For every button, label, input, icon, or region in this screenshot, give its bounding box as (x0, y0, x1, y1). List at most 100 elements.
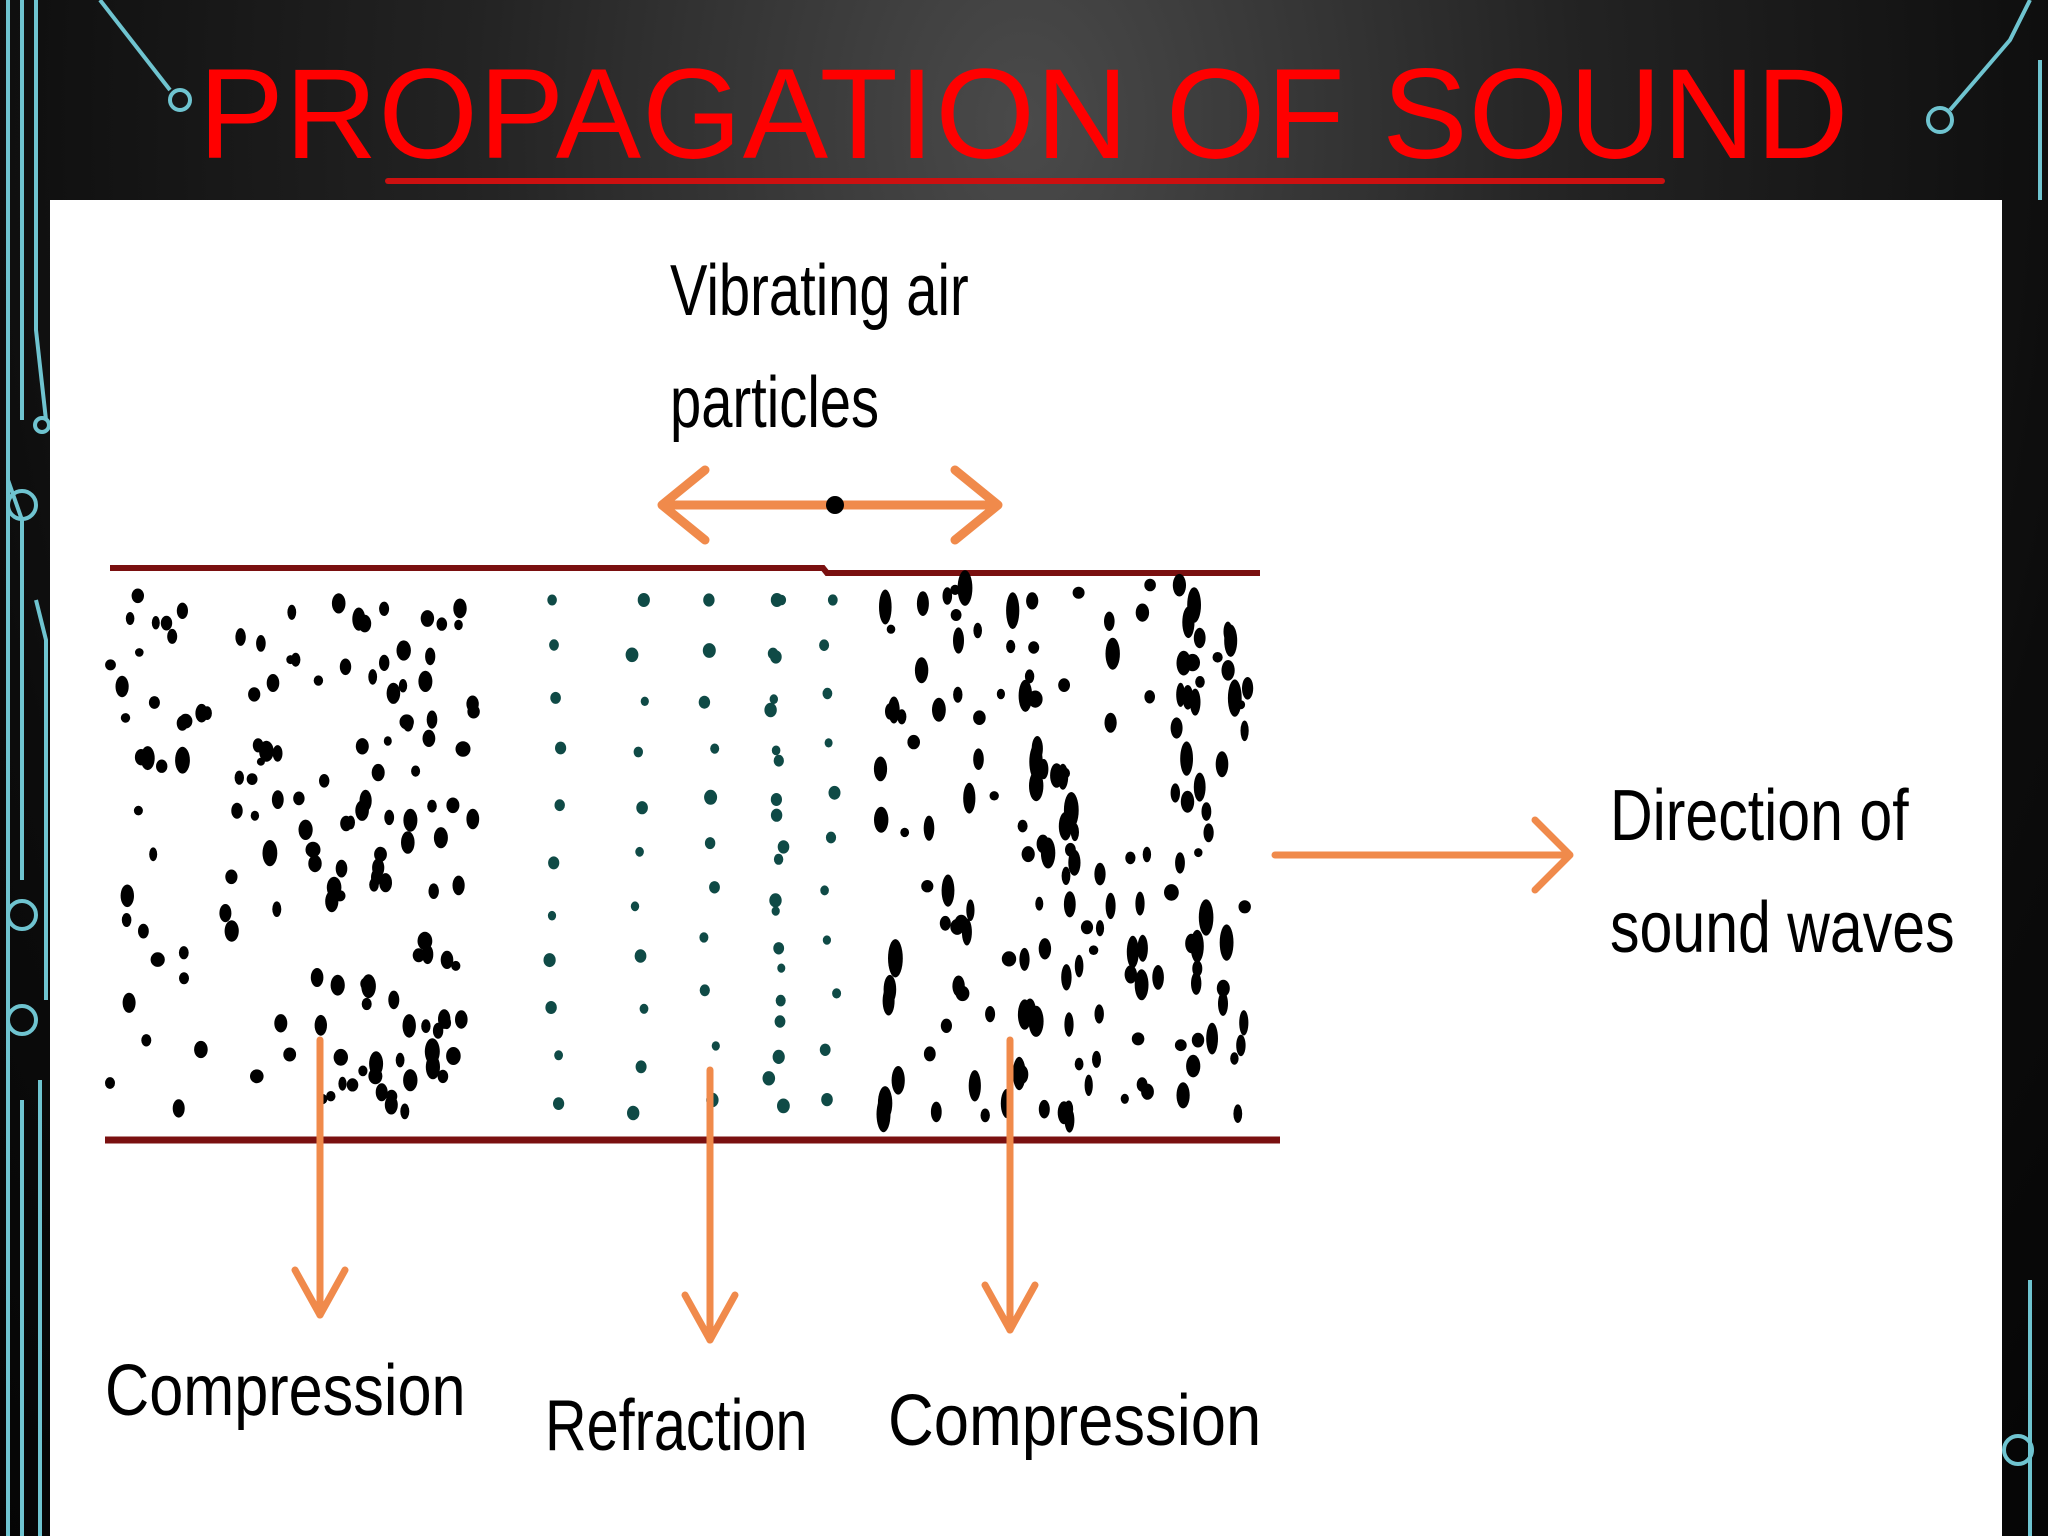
particle-dot (176, 715, 188, 731)
particle-dot (1224, 624, 1238, 657)
particle-dot (550, 691, 561, 704)
particle-dot (819, 1043, 831, 1056)
particle-dot (633, 746, 643, 758)
particle-dot (1182, 685, 1194, 710)
particle-dot (1028, 641, 1040, 654)
particle-dot (149, 847, 158, 862)
particle-dot (1058, 811, 1072, 841)
particle-dot (1080, 920, 1094, 935)
particle-dot (125, 612, 135, 625)
compression-arrow-left (291, 1036, 349, 1319)
particle-dot (1242, 677, 1254, 700)
particle-dot (777, 963, 786, 973)
particle-dot (1064, 1012, 1074, 1037)
particle-dot (1035, 896, 1044, 911)
particle-dot (1194, 848, 1203, 858)
particle-dot (425, 647, 436, 666)
particle-dot (372, 858, 385, 878)
particle-dot (235, 628, 246, 646)
particle-dot (876, 1096, 891, 1133)
particle-dot (1135, 603, 1150, 622)
particle-dot (1021, 846, 1035, 863)
particle-dot (1144, 690, 1155, 704)
particle-dot (554, 1050, 563, 1061)
particle-dot (293, 791, 305, 806)
particle-dot (1174, 1039, 1187, 1052)
particle-dot (1063, 891, 1076, 918)
particle-dot (966, 899, 975, 921)
particle-dot (178, 946, 189, 960)
compression-label-left: Compression (105, 1351, 466, 1431)
particle-dot (996, 688, 1006, 700)
particle-dot (135, 648, 144, 657)
direction-arrow (1271, 816, 1574, 894)
particle-dot (1058, 678, 1070, 692)
particle-dot (1094, 1004, 1104, 1024)
particle-dot (398, 679, 408, 693)
particle-dot (886, 624, 896, 634)
particle-dot (1124, 965, 1138, 984)
particle-dot (953, 686, 963, 703)
particle-dot (355, 738, 369, 755)
slide-title: PROPAGATION OF SOUND (198, 43, 1850, 186)
particle-dot (272, 745, 283, 762)
particle-dot (1061, 866, 1071, 886)
particle-dot (1094, 862, 1106, 886)
particle-dot (452, 875, 465, 896)
particle-dot (176, 602, 188, 619)
particle-dot (1029, 743, 1043, 780)
particle-dot (466, 695, 479, 713)
particle-dot (698, 695, 711, 709)
particle-dot (771, 906, 780, 916)
particle-dot (953, 627, 964, 654)
particle-dot (1219, 924, 1234, 961)
particle-dot (873, 756, 888, 782)
vibrating-particles-label: Vibrating air particles (670, 235, 969, 459)
particle-dot (421, 1019, 431, 1033)
particle-dot (283, 1047, 297, 1062)
particle-dot (1137, 934, 1148, 962)
particle-dot (271, 790, 284, 809)
particle-dot (553, 1097, 565, 1110)
particle-dot (383, 736, 392, 746)
particle-dot (250, 810, 260, 821)
particle-dot (1017, 999, 1032, 1030)
particle-dot (772, 1049, 785, 1064)
particle-dot (438, 1009, 451, 1029)
compression-label-right: Compression (888, 1381, 1262, 1461)
particle-dot (262, 840, 278, 867)
air-particles (105, 570, 1254, 1133)
diagram-panel: Vibrating air particles Direction of sou… (50, 200, 2002, 1536)
particle-dot (1136, 1077, 1148, 1092)
particle-dot (1212, 652, 1223, 663)
particle-dot (175, 746, 190, 774)
particle-dot (122, 992, 136, 1013)
particle-dot (1193, 627, 1206, 649)
particle-dot (319, 774, 330, 788)
particle-dot (403, 1069, 418, 1092)
particle-dot (773, 853, 784, 865)
particle-dot (1164, 884, 1179, 901)
particle-dot (379, 873, 392, 893)
particle-dot (305, 841, 321, 858)
particle-dot (446, 797, 460, 814)
particle-dot (957, 570, 973, 606)
particle-dot (1024, 669, 1035, 684)
particle-dot (1203, 823, 1214, 843)
particle-dot (989, 791, 999, 801)
particle-dot (440, 950, 454, 970)
particle-dot (770, 808, 783, 822)
particle-dot (433, 827, 448, 849)
particle-dot (709, 881, 720, 894)
particle-dot (1233, 1104, 1243, 1123)
particle-dot (368, 669, 378, 685)
particle-dot (1240, 720, 1249, 742)
particle-dot (1019, 947, 1030, 971)
particle-dot (973, 710, 986, 725)
particle-dot (776, 594, 787, 606)
compression-arrow-right (981, 1036, 1039, 1334)
particle-dot (432, 1022, 444, 1039)
particle-dot (543, 953, 556, 968)
particle-dot (138, 923, 149, 939)
particle-dot (885, 703, 895, 720)
